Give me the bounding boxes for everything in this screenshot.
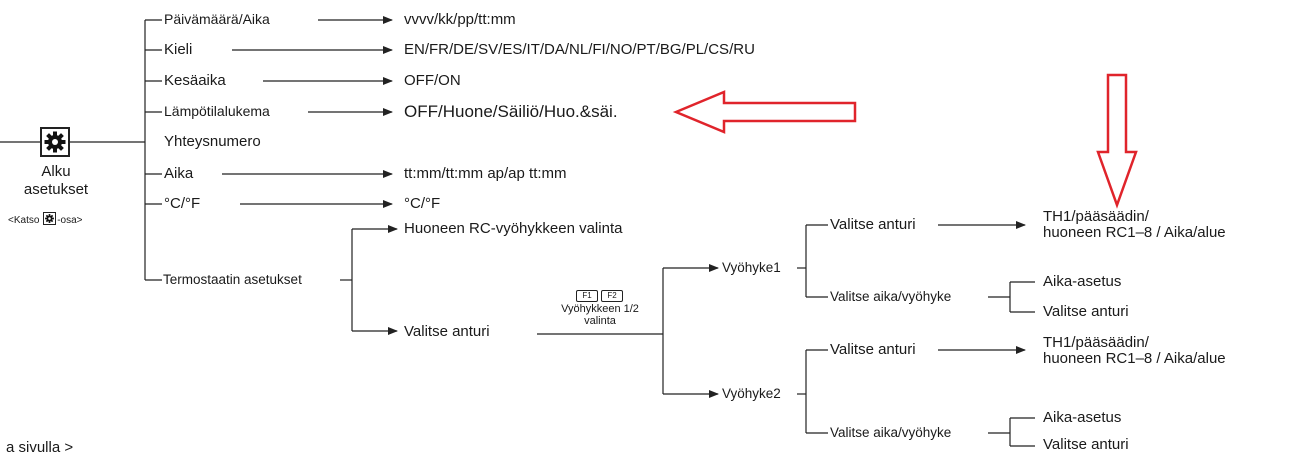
zone1-sensor-value-line2: huoneen RC1–8 / Aika/alue xyxy=(1043,224,1226,241)
highlight-arrows xyxy=(672,73,1138,209)
zone2-label[interactable]: Vyöhyke2 xyxy=(722,386,781,401)
item-label-date-time[interactable]: Päivämäärä/Aika xyxy=(164,11,270,27)
zone2-time-select-sensor[interactable]: Valitse anturi xyxy=(1043,436,1129,453)
note-suffix: -osa> xyxy=(57,215,83,226)
f1-key[interactable]: F1 xyxy=(576,290,598,302)
item-label-contact-number[interactable]: Yhteysnumero xyxy=(164,133,261,150)
value-temperature-display: OFF/Huone/Säiliö/Huo.&säi. xyxy=(404,102,618,121)
value-languages: EN/FR/DE/SV/ES/IT/DA/NL/FI/NO/PT/BG/PL/C… xyxy=(404,41,755,58)
zone2-sensor-value-line2: huoneen RC1–8 / Aika/alue xyxy=(1043,350,1226,367)
gear-icon xyxy=(40,127,70,157)
value-temperature-unit: °C/°F xyxy=(404,195,441,212)
menu-title-line2: asetukset xyxy=(23,181,89,198)
zone1-select-sensor[interactable]: Valitse anturi xyxy=(830,216,916,233)
zone2-time-setting[interactable]: Aika-asetus xyxy=(1043,409,1122,426)
zone-select-line1: Vyöhykkeen 1/2 xyxy=(561,303,639,315)
room-rc-zone-select[interactable]: Huoneen RC-vyöhykkeen valinta xyxy=(404,220,623,237)
item-label-time[interactable]: Aika xyxy=(164,165,194,182)
f2-key[interactable]: F2 xyxy=(601,290,623,302)
value-daylight-saving: OFF/ON xyxy=(404,72,461,89)
left-red-arrow xyxy=(672,90,857,134)
item-label-temperature-unit[interactable]: °C/°F xyxy=(164,195,201,212)
item-label-temperature-display[interactable]: Lämpötilalukema xyxy=(164,103,270,119)
zone2-select-sensor[interactable]: Valitse anturi xyxy=(830,341,916,358)
zone1-time-select-sensor[interactable]: Valitse anturi xyxy=(1043,303,1129,320)
thermostat-select-sensor[interactable]: Valitse anturi xyxy=(404,323,490,340)
zone1-sensor-value-line1: TH1/pääsäädin/ xyxy=(1043,208,1149,225)
zone2-sensor-value-line1: TH1/pääsäädin/ xyxy=(1043,334,1149,351)
zone1-select-time-zone[interactable]: Valitse aika/vyöhyke xyxy=(830,289,952,304)
zone1-time-setting[interactable]: Aika-asetus xyxy=(1043,273,1122,290)
zone-select-line2: valinta xyxy=(584,315,616,327)
item-label-daylight-saving[interactable]: Kesäaika xyxy=(164,72,226,89)
item-label-language[interactable]: Kieli xyxy=(164,41,193,58)
menu-title-line1: Alku xyxy=(41,163,71,180)
item-label-thermostat-settings[interactable]: Termostaatin asetukset xyxy=(163,272,302,287)
small-gear-icon xyxy=(43,212,57,225)
value-date-format: vvvv/kk/pp/tt:mm xyxy=(404,11,516,28)
down-red-arrow xyxy=(1096,73,1138,209)
note-prefix: <Katso xyxy=(8,215,43,226)
menu-note: <Katso -osa> xyxy=(8,212,83,226)
value-time-format: tt:mm/tt:mm ap/ap tt:mm xyxy=(404,165,567,182)
zone1-label[interactable]: Vyöhyke1 xyxy=(722,260,781,275)
zone2-select-time-zone[interactable]: Valitse aika/vyöhyke xyxy=(830,425,952,440)
page-reference-fragment: a sivulla > xyxy=(6,439,74,456)
